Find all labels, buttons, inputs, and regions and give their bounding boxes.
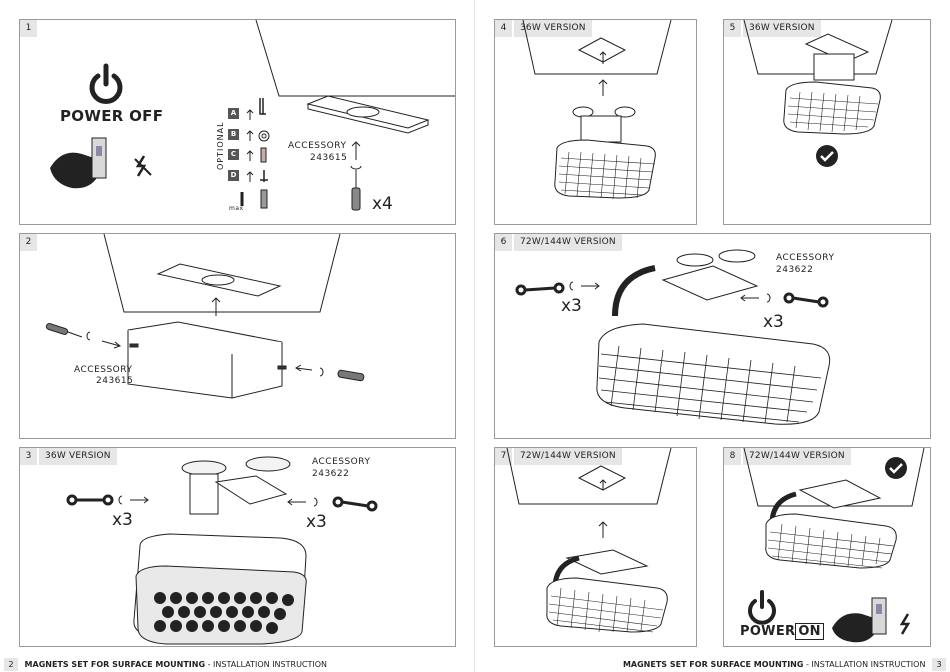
right-wrench-icon [332, 496, 378, 512]
step-number: 6 [495, 234, 512, 251]
check-icon [885, 457, 907, 479]
accessory-label: ACCESSORY [312, 457, 371, 467]
page-number-right: 3 [932, 658, 946, 671]
quantity-left: x3 [112, 510, 133, 530]
footer-title-bold: MAGNETS SET FOR SURFACE MOUNTING [24, 660, 206, 669]
accessory-code: 243615 [96, 376, 134, 386]
option-letter-a: A [228, 108, 239, 119]
quantity-right: x3 [306, 512, 327, 532]
step-3-illustration [66, 456, 378, 645]
right-footer: MAGNETS SET FOR SURFACE MOUNTING - INSTA… [623, 657, 946, 672]
grid-pattern [767, 523, 895, 569]
left-wrench-icon [66, 494, 114, 506]
on-word: ON [795, 623, 824, 640]
version-label: 36W VERSION [743, 20, 821, 37]
accessory-label: ACCESSORY [74, 365, 133, 375]
step-5-illustration [743, 20, 893, 167]
luminaire-72w-icon [596, 249, 831, 425]
panel-step-2: 2 [19, 233, 456, 439]
power-icon [748, 590, 776, 625]
quantity-right: x3 [763, 312, 784, 332]
mounting-plate-icon [306, 95, 430, 134]
option-letter-c: C [228, 149, 239, 160]
version-label: 36W VERSION [514, 20, 592, 37]
version-label: 72W/144W VERSION [743, 448, 851, 465]
luminaire-mounted-icon [783, 33, 881, 135]
footer-title-rest: - INSTALLATION INSTRUCTION [803, 660, 926, 669]
step-2-illustration [45, 234, 365, 399]
quantity-x4: x4 [372, 194, 393, 214]
panel-step-8: 8 72W/144W VERSION [723, 447, 931, 647]
left-wrench-icon [515, 282, 565, 296]
luminaire-72w-mounted-icon [765, 479, 897, 569]
panel-step-6: 6 72W/144W VERSION ACC [494, 233, 931, 439]
grid-pattern [548, 587, 664, 633]
left-footer: 2 MAGNETS SET FOR SURFACE MOUNTING - INS… [4, 657, 327, 672]
right-page: 4 36W VERSION 5 36W VERSION [475, 0, 950, 672]
luminaire-72w-icon [546, 549, 668, 633]
step-6-illustration [515, 249, 831, 425]
honeycomb-grid [154, 592, 294, 634]
power-off-label: POWER OFF [60, 107, 164, 125]
panel-step-5: 5 36W VERSION [723, 19, 931, 225]
option-letter-d: D [228, 170, 239, 181]
accessory-code: 243615 [310, 153, 348, 163]
step-number: 3 [20, 448, 37, 465]
version-label: 72W/144W VERSION [514, 234, 622, 251]
accessory-code: 243622 [312, 469, 350, 479]
version-label: 36W VERSION [39, 448, 117, 465]
step-number: 5 [724, 20, 741, 37]
step-number: 4 [495, 20, 512, 37]
quantity-left: x3 [561, 296, 582, 316]
step-number: 2 [20, 234, 37, 251]
page-gutter [474, 0, 475, 672]
footer-title-rest: - INSTALLATION INSTRUCTION [205, 660, 328, 669]
hand-switch-icon [50, 137, 152, 189]
step-8-illustration [743, 448, 925, 643]
check-icon [816, 145, 838, 167]
right-wrench-icon [783, 292, 829, 308]
page-number-left: 2 [4, 658, 18, 671]
power-icon [89, 63, 123, 104]
left-screwdriver-icon [45, 323, 139, 349]
step-1-illustration [50, 20, 455, 211]
grid-pattern [787, 91, 879, 133]
magnets-icon [181, 456, 291, 515]
step-4-illustration [522, 20, 672, 200]
left-page: 1 [4, 19, 456, 672]
accessory-label: ACCESSORY [288, 141, 347, 151]
step-number: 1 [20, 20, 37, 37]
panel-step-4: 4 36W VERSION [494, 19, 697, 225]
footer-title-bold: MAGNETS SET FOR SURFACE MOUNTING [622, 660, 804, 669]
fixture-box-icon [127, 321, 283, 399]
right-screwdriver-icon [277, 364, 365, 382]
optional-label: OPTIONAL [216, 121, 225, 170]
luminaire-36w-icon [554, 106, 656, 199]
power-word: POWER [740, 624, 796, 639]
hand-switch-icon [832, 597, 911, 643]
max-label: max [229, 205, 244, 212]
panel-step-1: 1 [19, 19, 456, 225]
accessory-code: 243622 [776, 265, 814, 275]
mounting-plate-icon [156, 263, 282, 297]
option-letter-b: B [228, 129, 239, 140]
screwdriver-icon [351, 170, 361, 211]
fixing-parts-icons [240, 98, 270, 209]
panel-step-3: 3 36W VERSION [19, 447, 456, 647]
grid-pattern [598, 345, 822, 424]
accessory-label: ACCESSORY [776, 253, 835, 263]
panel-step-7: 7 72W/144W VERSION [494, 447, 697, 647]
version-label: 72W/144W VERSION [514, 448, 622, 465]
step-7-illustration [506, 448, 672, 633]
grid-pattern [558, 151, 656, 200]
step-number: 8 [724, 448, 741, 465]
